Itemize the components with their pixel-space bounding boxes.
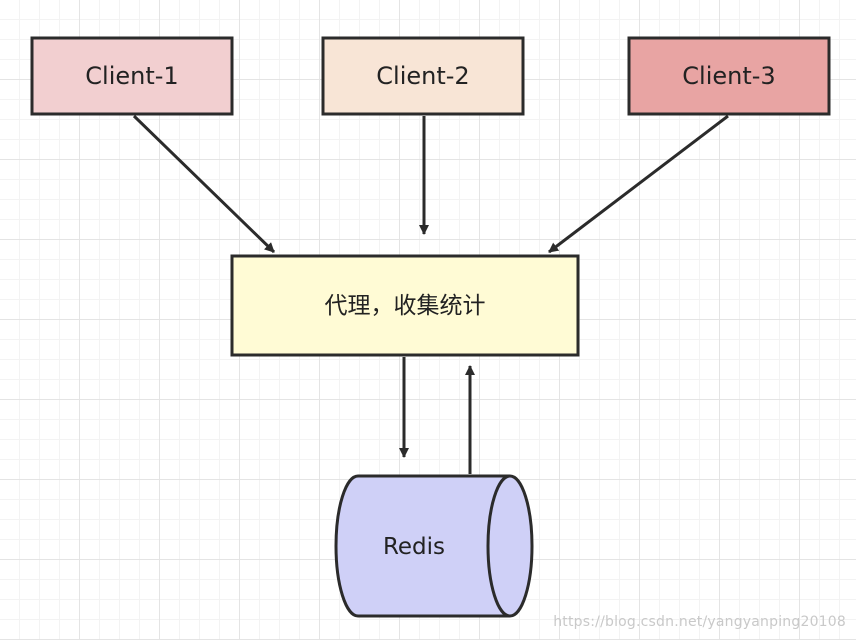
client-3-box xyxy=(627,36,831,116)
watermark-text: https://blog.csdn.net/yangyanping20108 xyxy=(553,614,846,630)
client-1-node[interactable]: Client-1 xyxy=(30,36,234,116)
client-1-box xyxy=(30,36,234,116)
redis-label: Redis xyxy=(383,534,445,560)
client-2-label: Client-2 xyxy=(376,62,469,90)
client-2-node[interactable]: Client-2 xyxy=(321,36,525,116)
redis-cylinder-rim xyxy=(486,474,511,618)
arrow-client-3-to-proxy xyxy=(548,114,729,254)
proxy-box xyxy=(230,254,580,357)
redis-node[interactable]: Redis xyxy=(334,474,534,618)
client-3-node[interactable]: Client-3 xyxy=(627,36,831,116)
client-1-label: Client-1 xyxy=(85,62,178,90)
client-3-label: Client-3 xyxy=(682,62,775,90)
proxy-node[interactable]: 代理，收集统计 xyxy=(230,254,580,357)
arrow-client-1-to-proxy xyxy=(132,114,276,254)
client-2-box xyxy=(321,36,525,116)
proxy-label: 代理，收集统计 xyxy=(325,293,486,319)
